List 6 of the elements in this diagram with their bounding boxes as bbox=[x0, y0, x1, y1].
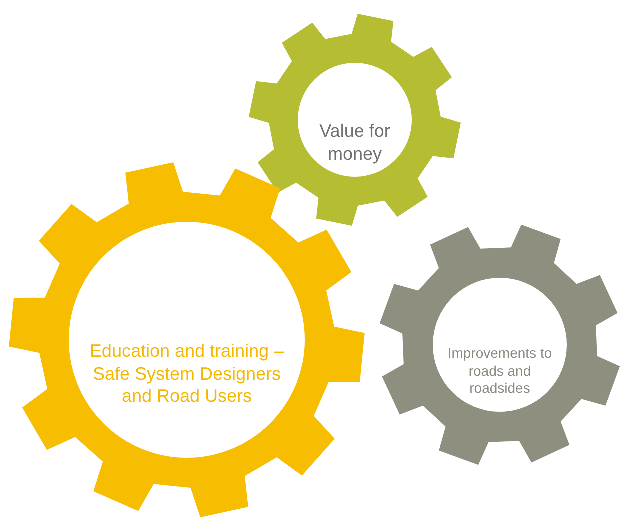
gear bbox=[378, 223, 622, 467]
gear-label: Value for money bbox=[318, 120, 392, 165]
gear bbox=[249, 14, 461, 226]
gear-label: Education and training – Safe System Designers and Road Users bbox=[88, 340, 286, 408]
gear bbox=[9, 162, 365, 518]
gear-label: Improvements to roads and roadsides bbox=[446, 345, 554, 398]
